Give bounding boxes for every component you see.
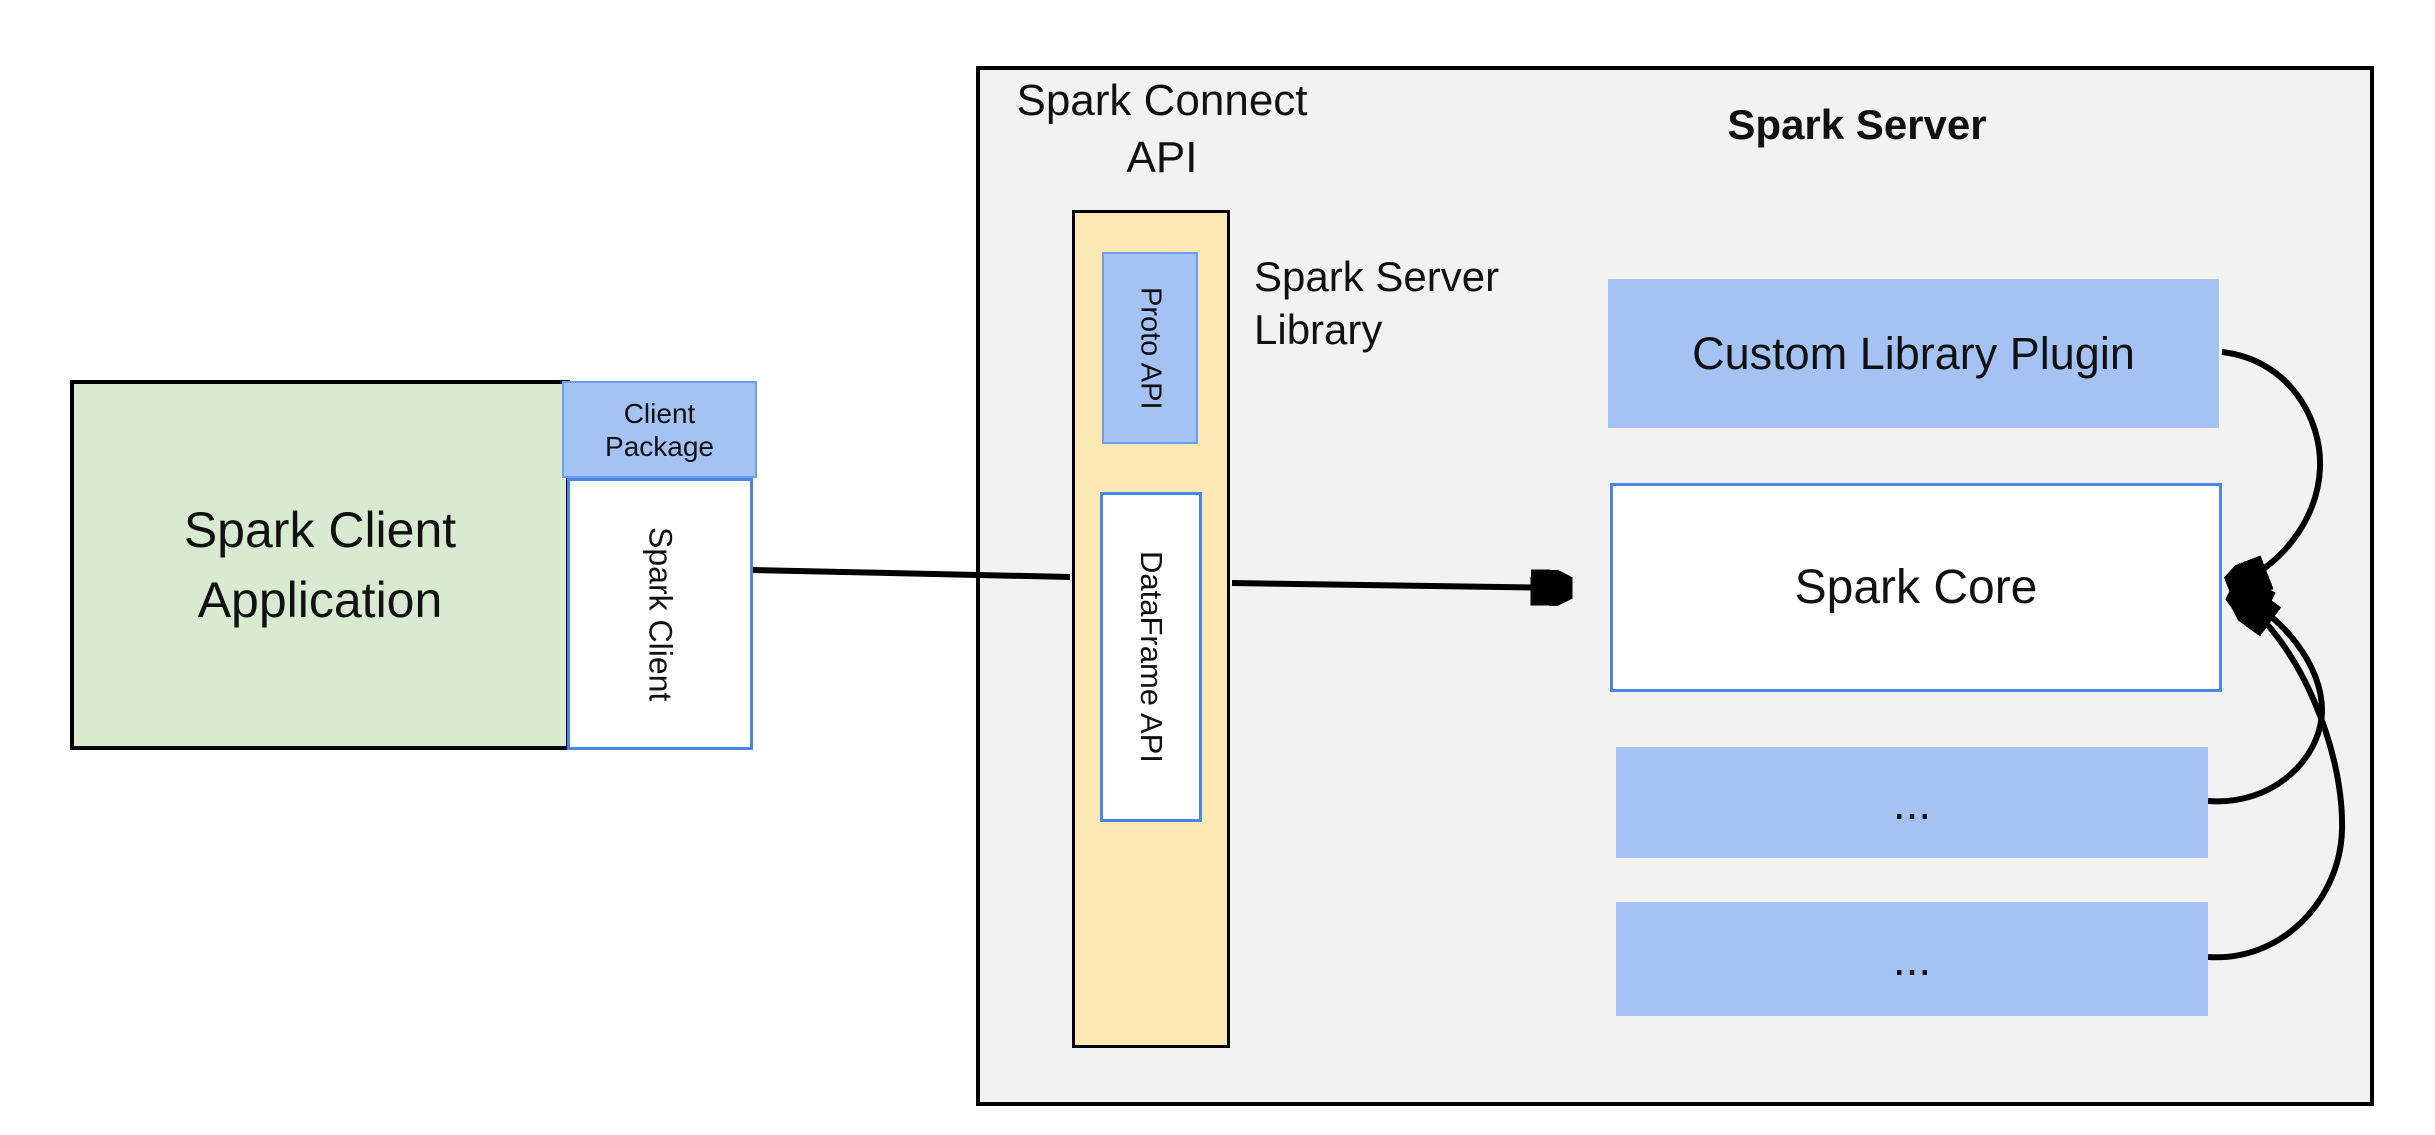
spark-server-library-box bbox=[1072, 210, 1230, 1048]
server-module-box-2: ... bbox=[1616, 902, 2208, 1016]
spark-client-application-label-line1: Spark Client bbox=[183, 502, 457, 558]
spark-server-library-title: Spark Server Library bbox=[1254, 250, 1614, 356]
spark-connect-api-title-line1: Spark Connect bbox=[1016, 76, 1308, 125]
spark-connect-api-title-line2: API bbox=[1126, 133, 1198, 182]
spark-server-library-title-line2: Library bbox=[1254, 306, 1383, 353]
spark-core-box: Spark Core bbox=[1610, 483, 2222, 692]
client-package-box: Client Package bbox=[562, 381, 757, 478]
spark-connect-api-title: Spark Connect API bbox=[962, 72, 1362, 186]
spark-server-library-title-line1: Spark Server bbox=[1254, 253, 1500, 300]
client-package-label-line2: Package bbox=[605, 430, 714, 462]
spark-client-application-label-line2: Application bbox=[197, 572, 443, 628]
spark-server-title: Spark Server bbox=[1727, 101, 1987, 148]
dataframe-api-label: DataFrame API bbox=[1134, 551, 1169, 763]
custom-library-plugin-box: Custom Library Plugin bbox=[1608, 279, 2219, 428]
spark-client-application-box: Spark Client Application bbox=[70, 380, 570, 750]
client-package-label-line1: Client bbox=[623, 397, 696, 429]
server-module-2-label: ... bbox=[1892, 933, 1932, 985]
proto-api-box: Proto API bbox=[1102, 252, 1198, 444]
server-module-box-1: ... bbox=[1616, 747, 2208, 858]
dataframe-api-box: DataFrame API bbox=[1100, 492, 1202, 822]
custom-library-plugin-label: Custom Library Plugin bbox=[1692, 327, 2135, 379]
spark-client-box: Spark Client bbox=[567, 478, 753, 750]
spark-core-label: Spark Core bbox=[1794, 561, 2038, 614]
spark-client-label: Spark Client bbox=[642, 526, 679, 702]
proto-api-label: Proto API bbox=[1134, 286, 1167, 410]
server-module-1-label: ... bbox=[1892, 776, 1932, 829]
